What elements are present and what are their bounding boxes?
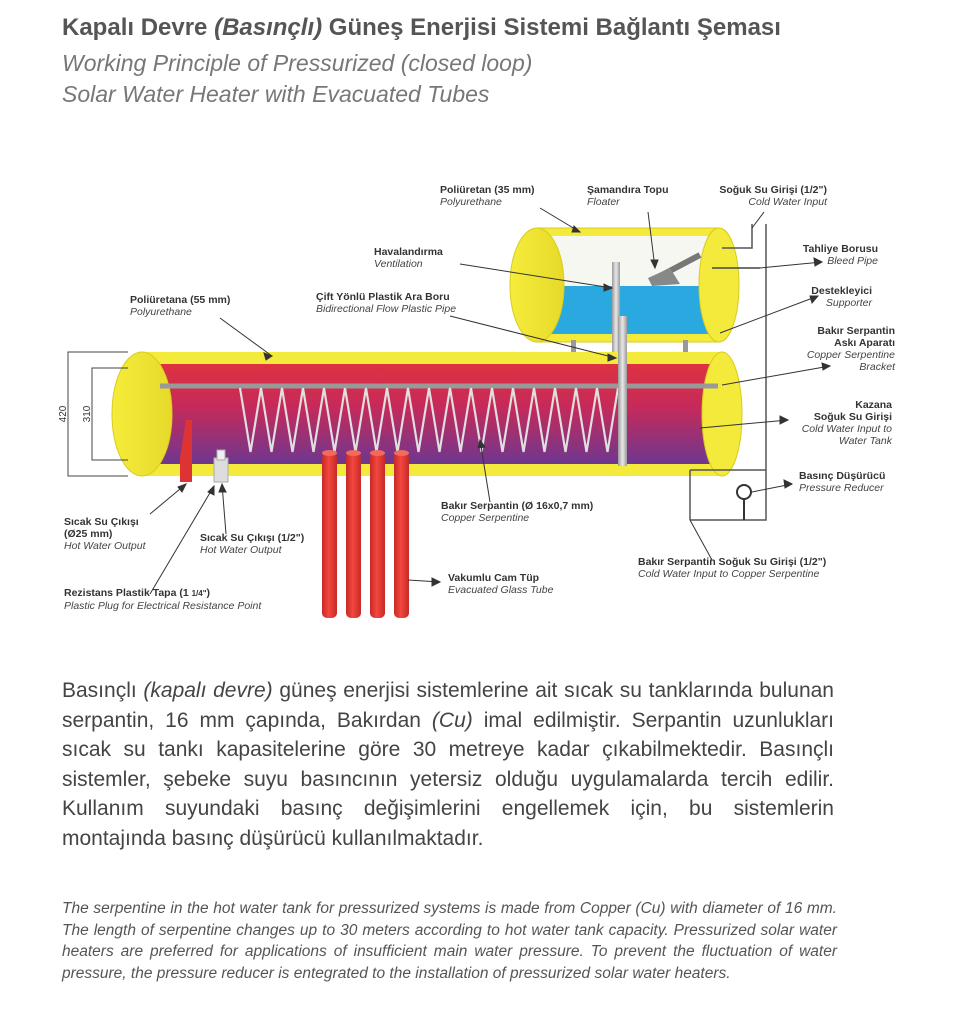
label-tank-cold-input: Kazana Soğuk Su Girişi Cold Water Input … (801, 399, 892, 447)
subtitle-line2: Solar Water Heater with Evacuated Tubes (62, 81, 490, 107)
label-polyurethane-35: Poliüretan (35 mm) Polyurethane (440, 184, 535, 208)
label-serpentine-bracket: Bakır Serpantin Askı Aparatı Copper Serp… (806, 325, 895, 373)
label-cold-water-input: Soğuk Su Girişi (1/2") Cold Water Input (719, 184, 827, 208)
evacuated-tubes (322, 450, 409, 618)
label-hot-water-25: Sıcak Su Çıkışı (Ø25 mm) Hot Water Outpu… (64, 516, 146, 552)
plumbing-lines (689, 224, 767, 521)
label-supporter: Destekleyici Supporter (811, 285, 872, 309)
label-bleed-pipe: Tahliye Borusu Bleed Pipe (802, 243, 878, 267)
label-pressure-reducer: Basınç Düşürücü Pressure Reducer (799, 470, 886, 494)
label-copper-serpentine: Bakır Serpantin (Ø 16x0,7 mm) Copper Ser… (441, 500, 594, 524)
label-ventilation: Havalandırma Ventilation (374, 246, 443, 270)
dimension-inner: 310 (82, 405, 93, 422)
label-hot-water-half: Sıcak Su Çıkışı (1/2") Hot Water Output (200, 532, 305, 556)
title-part1: Kapalı Devre (62, 14, 215, 41)
title-part2: Güneş Enerjisi Sistemi Bağlantı Şeması (322, 14, 781, 41)
description-turkish: Basınçlı (kapalı devre) güneş enerjisi s… (62, 679, 834, 850)
label-resistance-plug: Rezistans Plastik Tapa (1 1/4") Plastic … (64, 587, 262, 612)
label-bidirectional-pipe: Çift Yönlü Plastik Ara Boru Bidirectiona… (316, 291, 457, 315)
title-italic: (Basınçlı) (214, 14, 323, 41)
dimension-lines (67, 351, 128, 477)
label-polyurethane-55: Poliüretana (55 mm) Polyurethane (130, 294, 231, 318)
main-tank (111, 316, 743, 483)
page-title: Kapalı Devre (Basınçlı) Güneş Enerjisi S… (62, 14, 781, 42)
label-evacuated-tube: Vakumlu Cam Tüp Evacuated Glass Tube (448, 572, 554, 596)
float-tank (509, 227, 760, 377)
label-serpentine-cold-input: Bakır Serpantin Soğuk Su Girişi (1/2") C… (638, 556, 827, 580)
description-english: The serpentine in the hot water tank for… (62, 900, 837, 982)
leader-lines (149, 207, 832, 595)
dimension-outer: 420 (58, 405, 69, 422)
subtitle-line1: Working Principle of Pressurized (closed… (62, 50, 533, 76)
label-floater: Şamandıra Topu Floater (587, 184, 669, 208)
